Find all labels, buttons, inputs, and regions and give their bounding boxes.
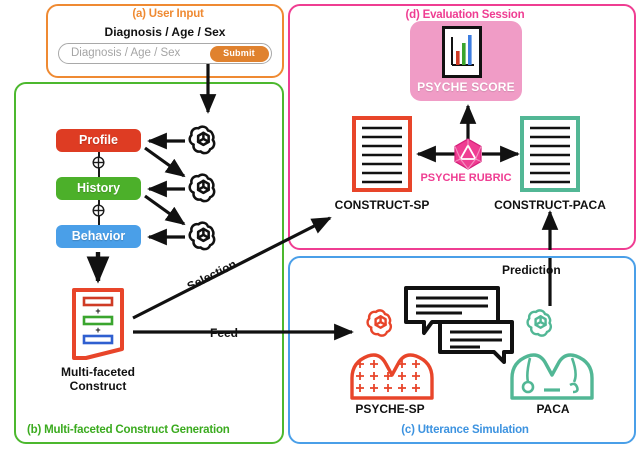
submit-button[interactable]: Submit xyxy=(209,46,269,62)
panel-user-input xyxy=(46,4,284,78)
facet-profile: Profile xyxy=(56,129,141,152)
facet-history: History xyxy=(56,177,141,200)
multi-faceted-construct-icon: + + xyxy=(70,287,126,361)
construct-paca-document-icon xyxy=(520,116,580,192)
diagnosis-input-field[interactable]: Diagnosis / Age / Sex Submit xyxy=(58,43,272,64)
input-prompt-label: Diagnosis / Age / Sex xyxy=(104,25,226,39)
panel-b-title: (b) Multi-faceted Construct Generation xyxy=(24,424,233,436)
panel-d-title: (d) Evaluation Session xyxy=(405,9,525,21)
construct-sp-document-icon xyxy=(352,116,412,192)
psyche-score-label: PSYCHE SCORE xyxy=(417,80,515,94)
input-placeholder: Diagnosis / Age / Sex xyxy=(71,47,181,59)
mfc-line-2: Construct xyxy=(69,378,127,393)
mfc-line-1: Multi-faceted xyxy=(60,365,135,379)
psyche-rubric-label: PSYCHE RUBRIC xyxy=(420,172,512,184)
svg-text:+: + xyxy=(95,306,100,316)
bar-chart-card-icon xyxy=(442,26,482,78)
panel-c-title: (c) Utterance Simulation xyxy=(401,424,529,436)
construct-paca-caption: CONSTRUCT-PACA xyxy=(494,198,606,212)
plus-circle-icon xyxy=(92,204,105,217)
construct-sp-caption: CONSTRUCT-SP xyxy=(334,198,430,212)
svg-text:+: + xyxy=(95,325,100,335)
paca-caption: PACA xyxy=(536,402,570,416)
edge-label-prediction: Prediction xyxy=(500,263,563,277)
psyche-sp-caption: PSYCHE-SP xyxy=(355,402,425,416)
facet-behavior: Behavior xyxy=(56,225,141,248)
panel-a-title: (a) User Input xyxy=(132,8,204,20)
plus-circle-icon xyxy=(92,156,105,169)
edge-label-feed: Feed xyxy=(208,326,241,340)
multi-faceted-construct-label: Multi-faceted Construct xyxy=(38,365,158,393)
